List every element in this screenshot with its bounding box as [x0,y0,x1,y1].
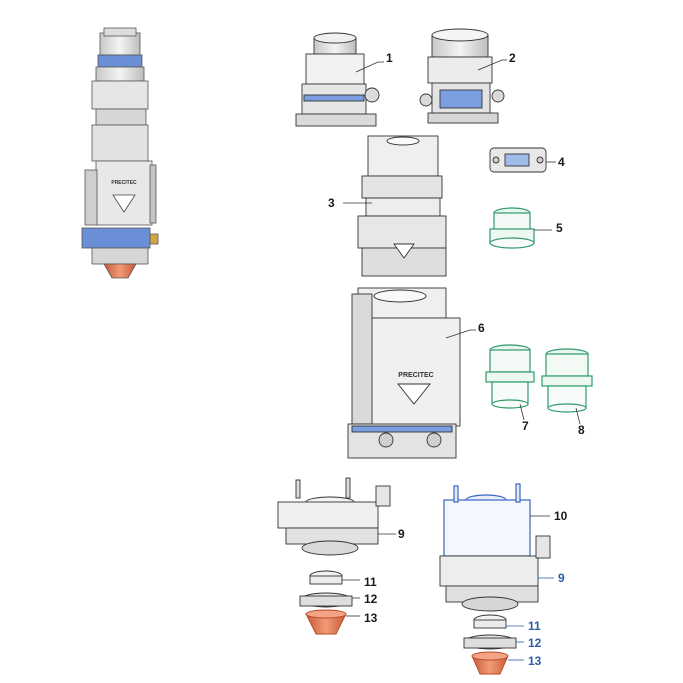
part-13-nozzle-left [305,609,347,635]
leader-lines [342,59,581,617]
part-2-collimator-module [419,28,505,124]
part-12-ceramic-left [299,592,353,608]
callout-1: 1 [386,51,393,65]
part-5-insert-ring [489,207,535,249]
part-7-insert [485,344,535,409]
callout-2: 2 [509,51,516,65]
callout-7: 7 [522,419,529,433]
part-4-cover-glass-slide [489,147,547,173]
part-13-nozzle-right [471,651,509,675]
callout-10: 10 [554,509,568,523]
callout-12-right: 12 [528,636,542,650]
part-8-insert [541,348,593,413]
callout-9-left: 9 [398,527,405,541]
callout-6: 6 [478,321,485,335]
callout-3: 3 [328,196,335,210]
part-12-ceramic-right [463,634,517,650]
part-3-focus-module [357,135,447,277]
assembled-cutting-head [81,27,159,279]
module-brand-label: PRECITEC [398,372,433,379]
callout-5: 5 [556,221,563,235]
callout-4: 4 [558,155,565,169]
leader-lines-blue [506,577,554,661]
part-6-sensor-module [347,287,461,459]
assembled-brand-label: PRECITEC [111,180,137,186]
callout-11-left: 11 [364,575,377,589]
part-11-ring-left [309,570,343,585]
part-1-collimator-module [295,32,380,127]
callout-13-left: 13 [364,611,378,625]
part-10-sensor-insert [443,483,531,557]
part-9-nozzle-body-right [439,535,551,612]
part-9-nozzle-body-left [277,477,391,556]
callout-11-right: 11 [528,619,541,633]
callout-12-left: 12 [364,592,378,606]
callout-8: 8 [578,423,585,437]
part-11-ring-right [473,614,507,629]
callout-9-right: 9 [558,571,565,585]
callout-13-right: 13 [528,654,542,668]
